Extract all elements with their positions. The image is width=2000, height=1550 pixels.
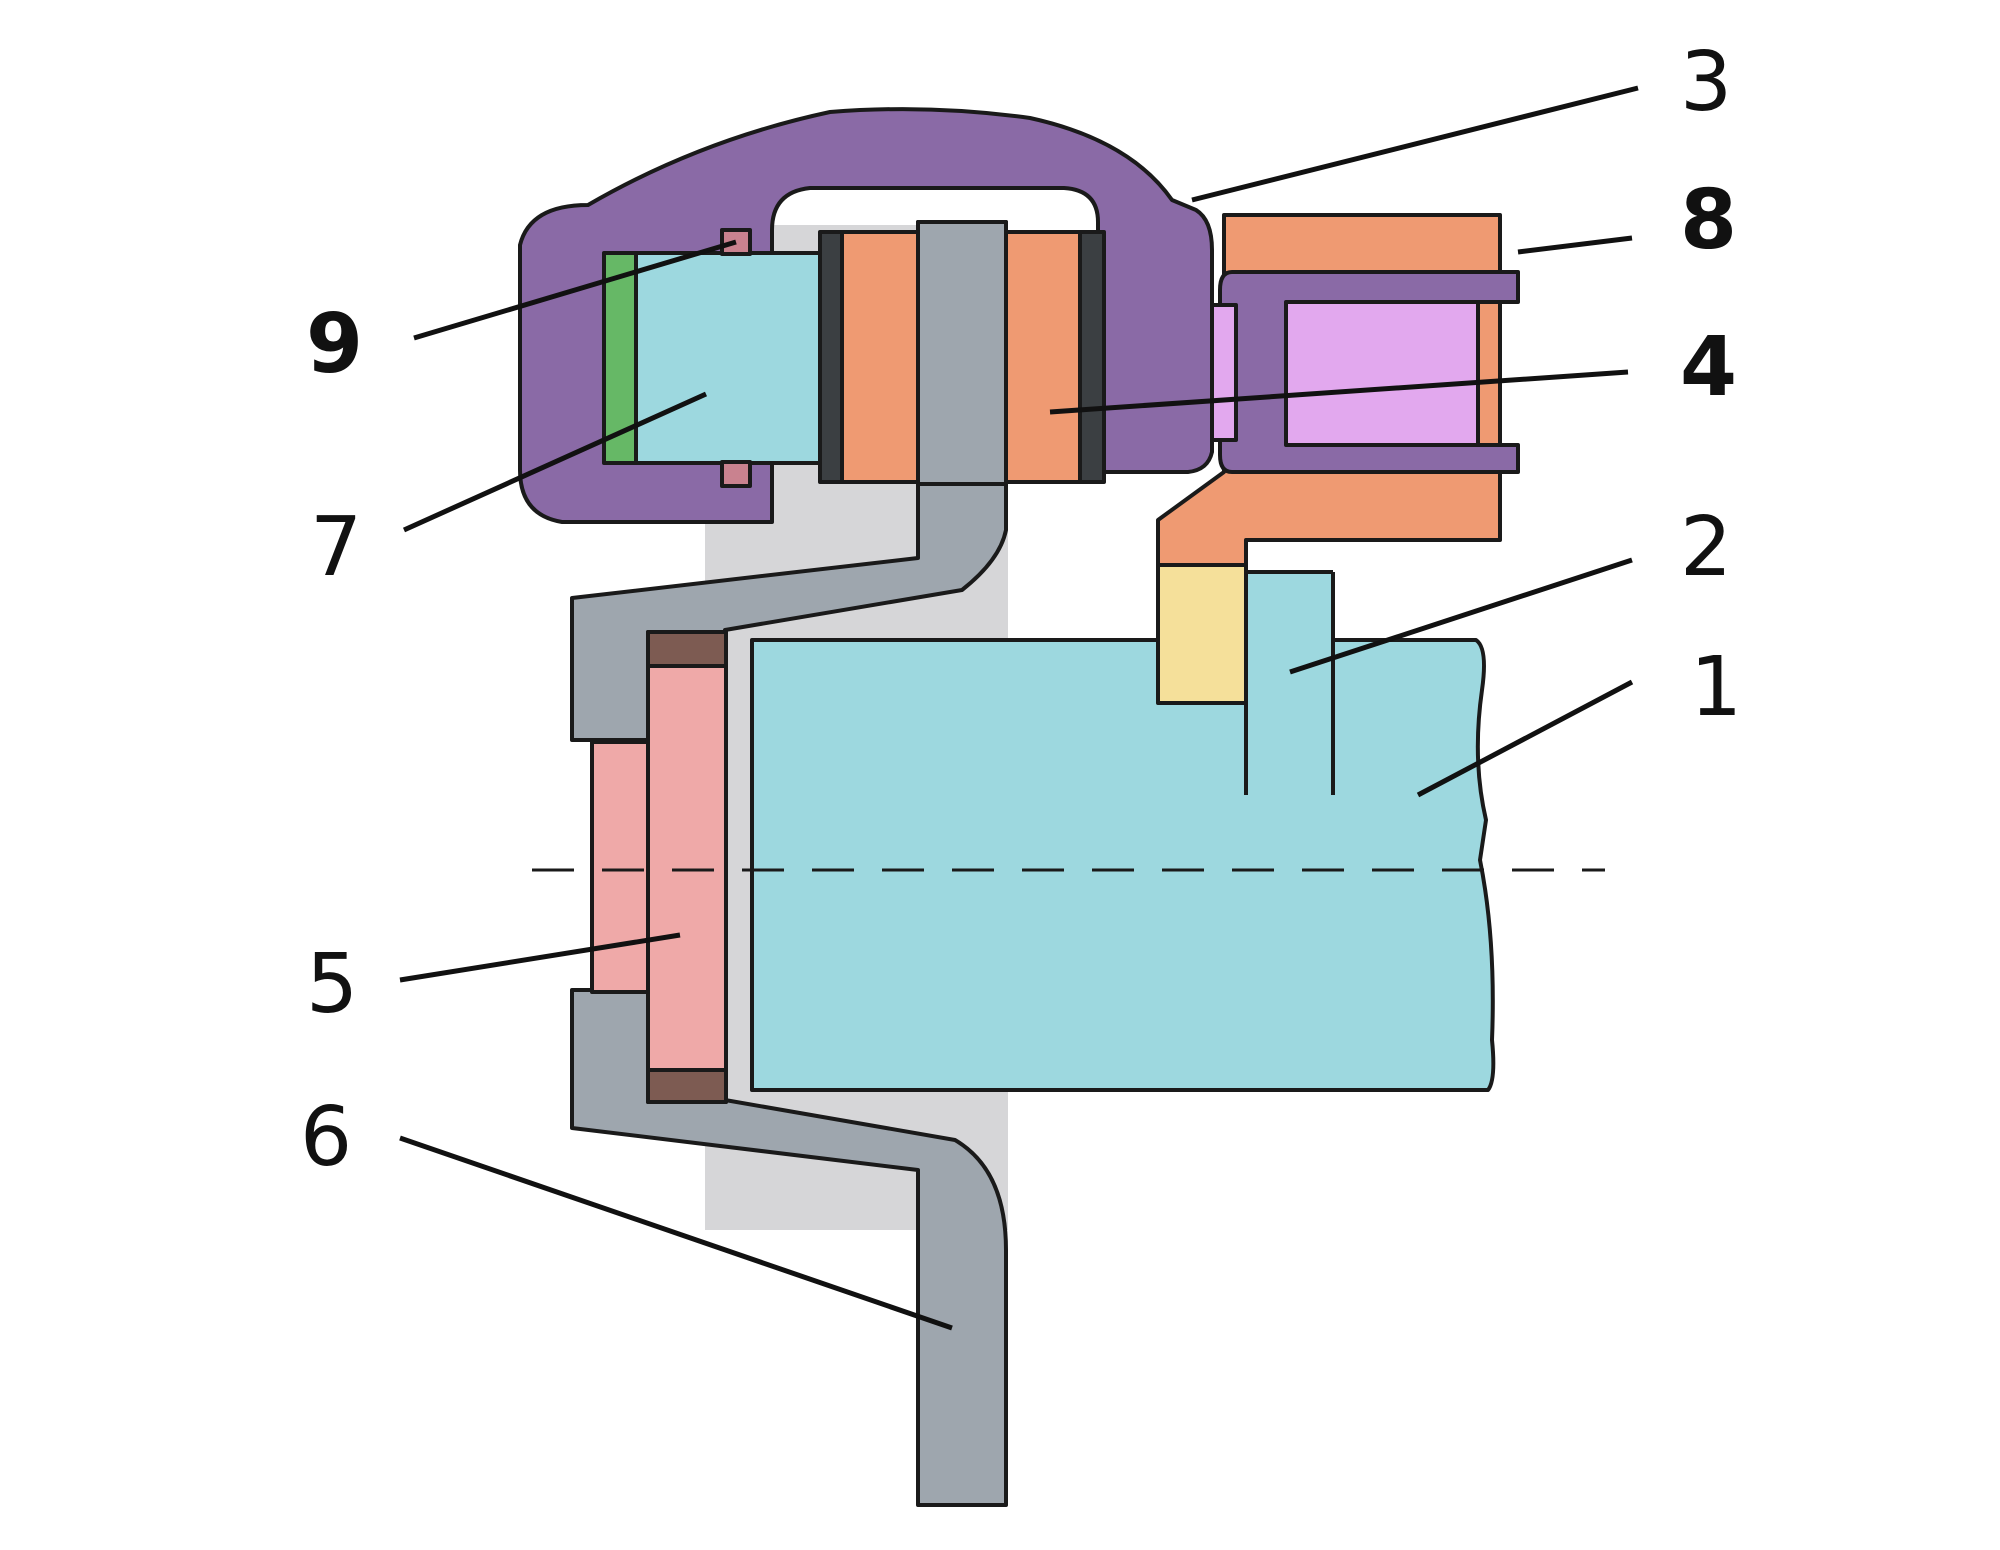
callout-7: 7 (310, 500, 362, 595)
leader-7 (402, 391, 708, 533)
leader-8 (1517, 235, 1633, 255)
leader-9 (413, 239, 737, 341)
caliper-piston (634, 251, 824, 465)
callout-9: 9 (306, 297, 363, 392)
callout-5: 5 (306, 937, 358, 1032)
callout-8: 8 (1680, 173, 1737, 268)
leader-5 (399, 932, 681, 983)
key-slot (1246, 572, 1333, 795)
callout-6: 6 (300, 1090, 352, 1185)
callout-1: 1 (1690, 640, 1742, 735)
piston-pin-bottom (720, 460, 752, 488)
guide-pin (1284, 300, 1480, 447)
hub-cap-rim-top (646, 630, 728, 668)
leader-4 (1049, 369, 1629, 415)
callout-4: 4 (1680, 320, 1737, 415)
brake-pad-right (1002, 230, 1084, 484)
leader-3 (1191, 85, 1639, 203)
callout-2: 2 (1680, 500, 1732, 595)
callout-3: 3 (1680, 35, 1732, 130)
guide-pin-boot (1210, 303, 1238, 442)
hub-cap-rim-bottom (646, 1068, 728, 1104)
shaft (750, 638, 1496, 1092)
pad-backing-right (1078, 230, 1106, 484)
leader-2 (1289, 557, 1633, 675)
brake-pad-left (840, 230, 922, 484)
hub-cap-outer (590, 740, 652, 994)
leader-6 (399, 1135, 953, 1331)
leader-1 (1416, 679, 1634, 798)
hub-cap (646, 630, 728, 1104)
brake-disc-section (916, 220, 1008, 486)
anchor-block (1156, 563, 1248, 705)
